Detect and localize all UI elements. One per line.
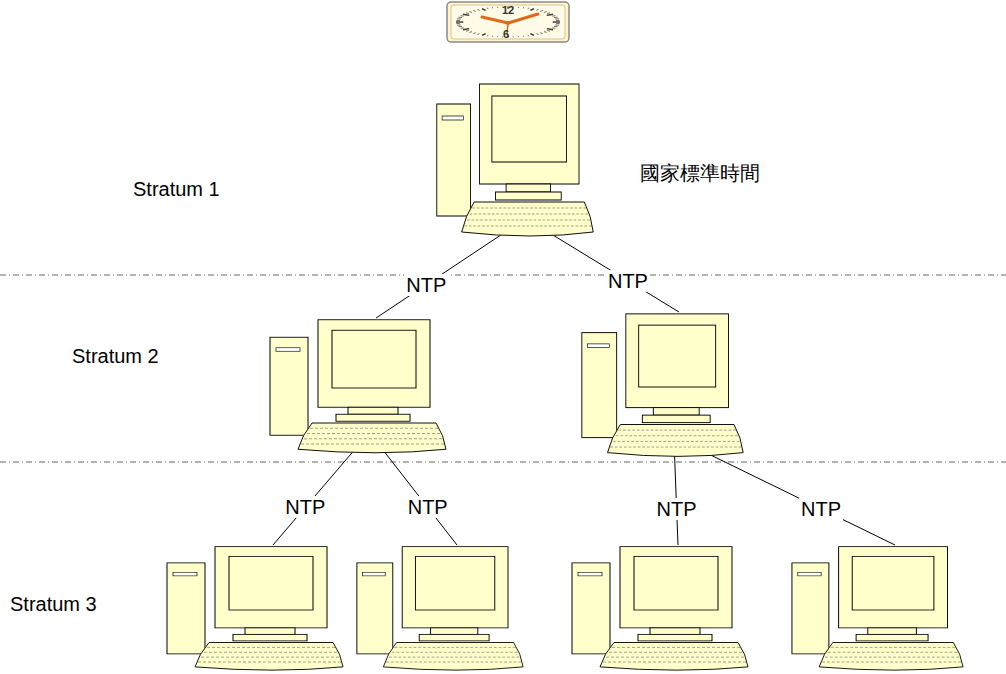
clock-number: 12: [502, 4, 514, 16]
computer-node: [165, 545, 345, 674]
computer-icon: [570, 545, 750, 674]
computer-icon: [580, 312, 745, 462]
clock-icon: [447, 2, 569, 42]
stratum-label: Stratum 2: [72, 345, 159, 368]
link-label: NTP: [799, 498, 843, 520]
computer-icon: [790, 545, 965, 674]
node-caption: 國家標準時間: [640, 160, 760, 187]
computer-node: [580, 312, 745, 462]
ntp-link: [376, 230, 508, 318]
computer-icon: [355, 545, 525, 674]
ntp-link: [380, 446, 457, 545]
link-label: NTP: [404, 274, 448, 296]
clock-number: 6: [503, 28, 509, 40]
stratum-divider: [0, 275, 1006, 276]
computer-icon: [165, 545, 345, 674]
computer-node: [790, 545, 965, 674]
stratum-label: Stratum 1: [133, 178, 220, 201]
stratum-label: Stratum 3: [10, 593, 97, 616]
computer-icon: [435, 82, 595, 242]
computer-node: [355, 545, 525, 674]
ntp-link: [545, 230, 679, 312]
computer-node: 國家標準時間: [435, 82, 595, 242]
link-label: NTP: [406, 496, 450, 518]
computer-icon: [268, 318, 448, 458]
link-label: NTP: [606, 270, 650, 292]
ntp-link: [700, 450, 895, 545]
link-label: NTP: [283, 496, 327, 518]
computer-node: [268, 318, 448, 458]
stratum-divider: [0, 462, 1006, 463]
ntp-link: [273, 446, 358, 545]
link-label: NTP: [655, 498, 699, 520]
computer-node: [570, 545, 750, 674]
